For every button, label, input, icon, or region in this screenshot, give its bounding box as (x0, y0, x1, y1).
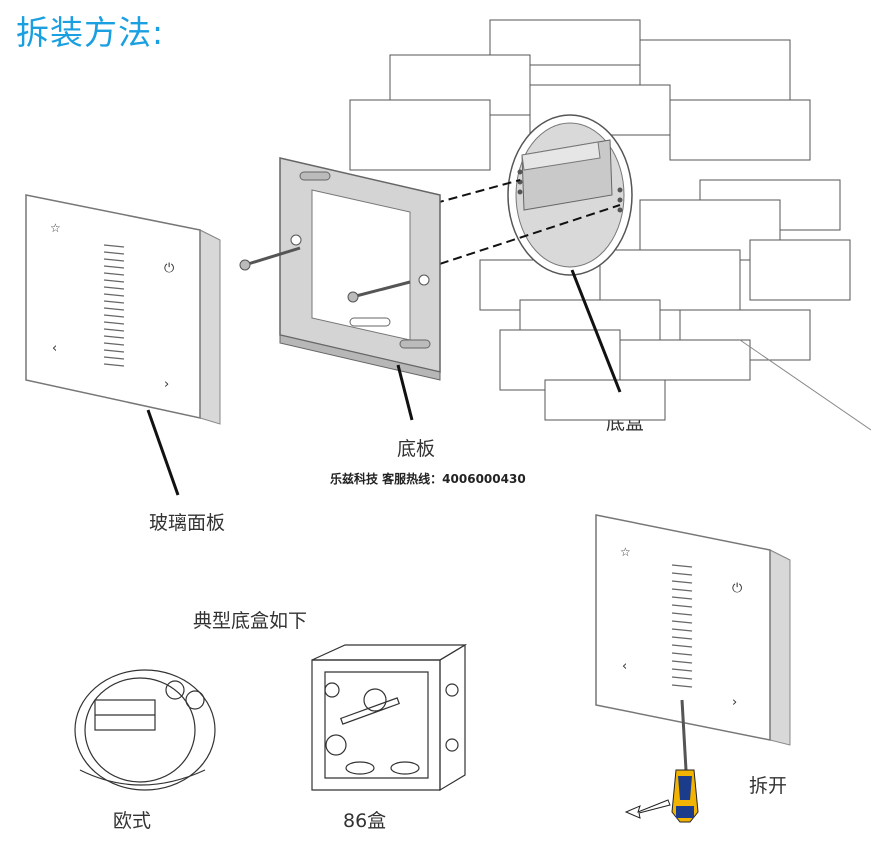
base-plate (279, 157, 441, 381)
label-86-box: 86盒 (343, 810, 387, 832)
panel-star-icon: ☆ (50, 221, 61, 235)
label-glass-panel: 玻璃面板 (149, 512, 226, 534)
panel-star-icon-2: ☆ (620, 545, 631, 559)
euro-box-drawing (74, 669, 216, 791)
label-euro-box: 欧式 (113, 810, 152, 832)
panel-power-icon: ⏻ (164, 261, 174, 276)
glass-panel-right: ☆ ⏻ ‹ › (595, 514, 791, 746)
brick-wall (349, 19, 851, 421)
hotline-text: 乐兹科技 客服热线：4006000430 (330, 472, 526, 486)
back-box-round (507, 114, 633, 276)
panel-slider-bars (103, 244, 125, 367)
screwdriver-icon (671, 699, 699, 823)
cable-line (739, 339, 871, 431)
glass-panel: ☆ ⏻ ‹ › (25, 194, 221, 425)
box-86-drawing (311, 643, 468, 792)
label-base-plate: 底板 (397, 438, 436, 460)
panel-next-icon: › (164, 377, 169, 392)
label-typical-boxes: 典型底盒如下 (193, 610, 308, 632)
leader-lines (146, 269, 622, 496)
panel-next-icon-2: › (732, 695, 737, 710)
page-title: 拆装方法: (16, 13, 165, 52)
label-disassemble: 拆开 (749, 775, 788, 797)
panel-back-icon: ‹ (52, 341, 57, 356)
panel-back-icon-2: ‹ (622, 659, 627, 674)
pry-arrow-icon (624, 799, 671, 819)
panel-power-icon-2: ⏻ (732, 581, 742, 596)
screws (239, 246, 411, 303)
